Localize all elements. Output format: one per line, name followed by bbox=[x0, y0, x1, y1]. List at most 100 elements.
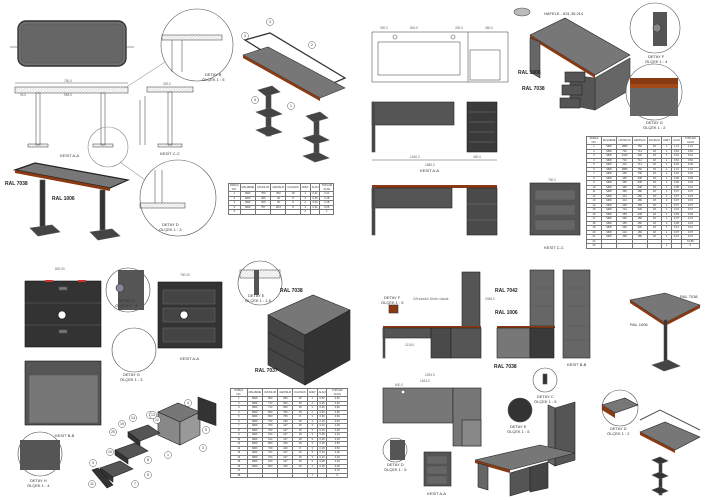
balloon-number: 11 bbox=[90, 482, 94, 486]
table-header: PARÇA NO. bbox=[586, 136, 602, 145]
balloon-circle bbox=[184, 399, 192, 407]
table-header: UZUNLUK bbox=[262, 388, 279, 397]
balloon-number: 12 bbox=[155, 418, 159, 422]
table-header: TOPLAM ALAN bbox=[319, 183, 335, 192]
balloon-number: 6 bbox=[147, 473, 149, 477]
table-header: GENİŞLİK bbox=[631, 136, 648, 145]
balloon-circle bbox=[109, 428, 117, 436]
ldesk-iso-view bbox=[474, 401, 576, 497]
dimension: 1116,0 bbox=[405, 343, 415, 347]
table-section-aa bbox=[14, 82, 129, 148]
desk-front-view bbox=[371, 185, 498, 236]
table-header: MALZEME bbox=[600, 136, 618, 145]
balloon-circle bbox=[129, 414, 137, 422]
detail-scale: ÖLÇEK 1 : 4 bbox=[27, 483, 50, 488]
ral-label: RAL 1006 bbox=[495, 310, 518, 316]
balloon-circle bbox=[144, 471, 152, 479]
cabinet-front-view bbox=[24, 280, 102, 348]
table-top-view bbox=[10, 20, 134, 67]
detail-b-circle bbox=[160, 8, 234, 82]
cabinet-section-bb bbox=[24, 360, 102, 426]
ldesk-side-view bbox=[496, 269, 591, 359]
balloon-circle bbox=[241, 32, 249, 40]
detail-scale: ÖLÇEK 1 : 3 bbox=[120, 377, 143, 382]
table-cell bbox=[616, 243, 633, 249]
balloon-circle bbox=[202, 426, 210, 434]
table-header: UZUNLUK bbox=[616, 136, 633, 145]
table-header: GENİŞLİK bbox=[270, 183, 287, 192]
cabinet-section-aa bbox=[157, 281, 223, 349]
detail-e-circle-ldesk bbox=[507, 397, 533, 423]
balloon-number: 5 bbox=[254, 98, 256, 102]
balloon-circle bbox=[149, 411, 157, 419]
dimension: 840,0 bbox=[410, 26, 418, 30]
detail-scale: ÖLÇEK 1 : 4 bbox=[645, 59, 668, 64]
balloon-number: 4 bbox=[187, 401, 189, 405]
detail-label: DETAY C bbox=[118, 298, 135, 303]
balloon-circle bbox=[164, 451, 172, 459]
table-header: MALZEME bbox=[246, 388, 264, 397]
part-balloons: 1234512345678910111213141920 bbox=[88, 18, 316, 488]
table-header: ALAN bbox=[309, 183, 321, 192]
desk-section-aa bbox=[371, 101, 498, 161]
table-header: ALAN bbox=[671, 136, 682, 145]
table-header: KALINLIK bbox=[292, 388, 308, 397]
detail-scale: ÖLÇEK 1 : 3 bbox=[115, 303, 138, 308]
balloon-number: 5 bbox=[205, 428, 207, 432]
table-header: MALZEME bbox=[239, 183, 257, 192]
ral-label: RAL 7037 bbox=[255, 368, 278, 374]
balloon-number: 1 bbox=[167, 453, 169, 457]
section-label: KESİT B-B bbox=[567, 362, 587, 367]
table-header: ALAN bbox=[316, 388, 328, 397]
balloon-number: 10 bbox=[108, 450, 112, 454]
table-cell bbox=[285, 209, 301, 215]
table-header: PARÇA NO. bbox=[230, 388, 248, 397]
section-label: KESİT A-A bbox=[60, 153, 79, 158]
balloon-circle bbox=[144, 456, 152, 464]
table-exploded-parts bbox=[242, 32, 347, 163]
detail-scale: ÖLÇEK 1 : 2 bbox=[643, 125, 666, 130]
table-cell bbox=[270, 209, 287, 215]
table-cell: 0 bbox=[326, 472, 348, 478]
hardware-label: HAFELE - 631.35.214 bbox=[544, 11, 584, 16]
detail-d-circle bbox=[139, 159, 217, 237]
detail-label: DETAY F bbox=[648, 54, 665, 59]
detail-scale: ÖLÇEK 1 : 5 bbox=[534, 399, 557, 404]
detail-label: DETAY G bbox=[123, 372, 140, 377]
dimension: 300,0 bbox=[455, 26, 463, 30]
balloon-number: 1 bbox=[290, 104, 292, 108]
detail-label: DETAY H bbox=[30, 478, 47, 483]
ral-label: RAL 7038 bbox=[522, 86, 545, 92]
dimension: 750,00 bbox=[180, 273, 190, 277]
table-cell: 2 bbox=[299, 209, 311, 215]
section-label: KESİT B-B bbox=[55, 433, 75, 438]
table-cell bbox=[671, 243, 682, 249]
detail-label: DETAY C bbox=[537, 394, 554, 399]
balloon-circle bbox=[89, 459, 97, 467]
dimension: 750,0 bbox=[548, 178, 556, 182]
section-label: KESİT A-A bbox=[427, 491, 446, 496]
balloon-number: 4 bbox=[269, 20, 271, 24]
table-cell: 0 bbox=[680, 243, 701, 249]
table-cell: 23 bbox=[586, 243, 602, 249]
table-cell bbox=[316, 472, 328, 478]
dimension: 554,0 bbox=[64, 93, 72, 97]
dimension: 300,0 bbox=[163, 82, 171, 86]
table-cell bbox=[631, 243, 648, 249]
section-label: KESİT C-C bbox=[544, 245, 564, 250]
balloon-number: 20 bbox=[111, 430, 115, 434]
dimension: 2056,0 bbox=[485, 297, 495, 301]
detail-label: DETAY D bbox=[610, 426, 627, 431]
balloon-number: 3 bbox=[244, 34, 246, 38]
